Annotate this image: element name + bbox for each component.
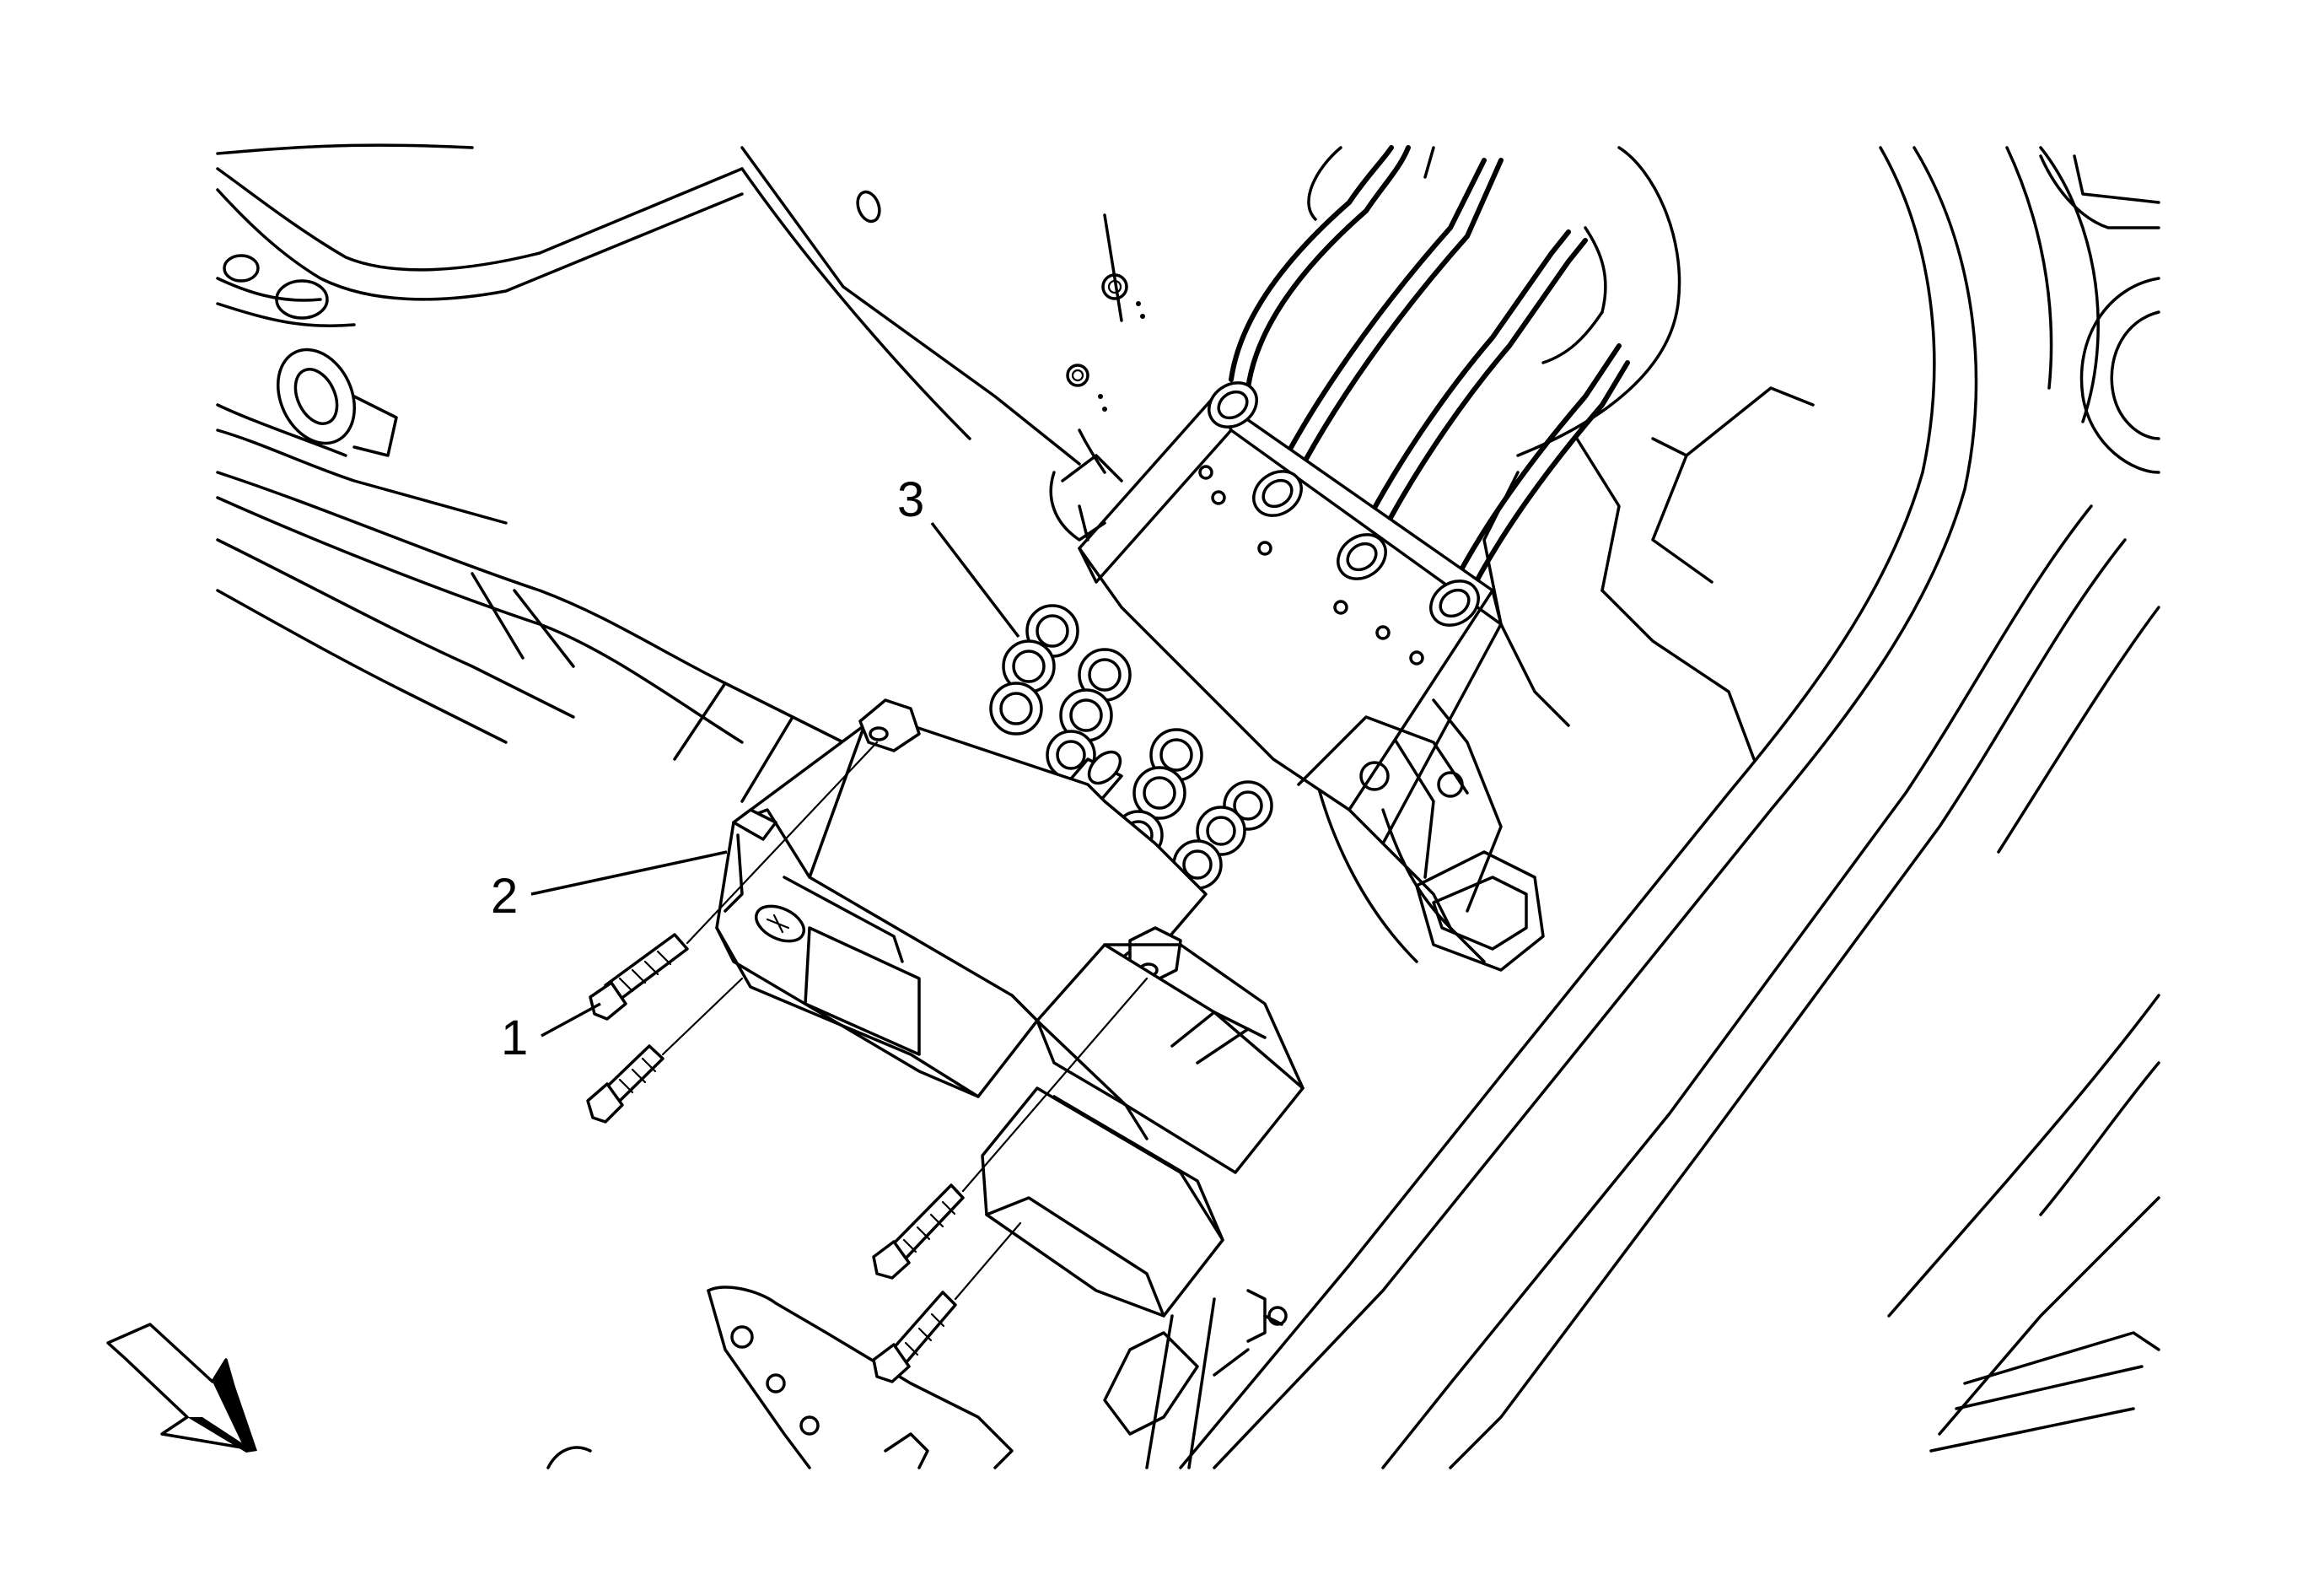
callout-1: 1 [501,1002,601,1065]
callout-label: 3 [897,472,924,527]
bolt-bottom [872,1291,957,1383]
bolt-alignment-line [686,741,879,945]
tube-nut [1429,579,1480,627]
vehicle-frame-background [216,143,2160,1469]
forward-arrow-icon [106,1323,257,1453]
electronic-brake-control-module [715,698,1305,1318]
bolt-alignment-line [661,977,744,1056]
callout-3: 3 [897,472,1020,639]
bolt-alignment-line [954,1221,1022,1301]
callout-label: 1 [501,1011,528,1065]
callout-2: 2 [491,850,728,924]
bolt-upper-left [589,933,689,1021]
tube-nut [1252,470,1303,517]
bolt-alignment-line [961,977,1149,1193]
tube-nut [1208,381,1258,429]
tube-nut [1337,533,1387,580]
callout-label: 2 [491,869,518,924]
bolt-lower-left [586,1044,664,1124]
bolt-lower-middle [872,1183,965,1280]
